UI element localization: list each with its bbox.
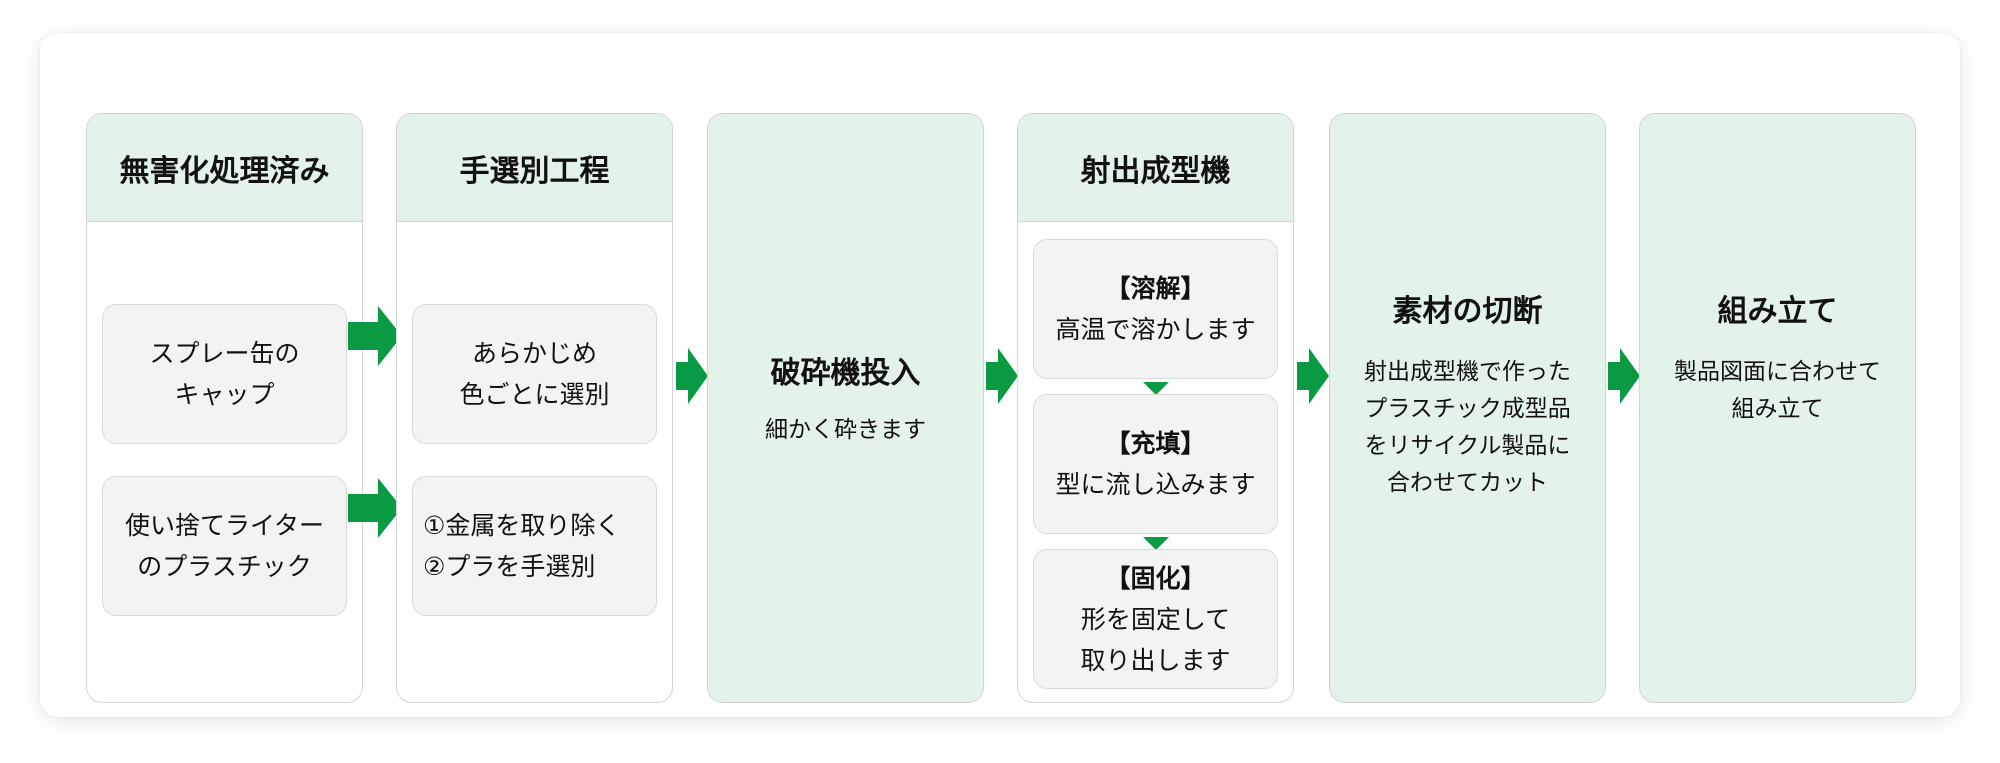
column-hand-sorting: 手選別工程 あらかじめ 色ごとに選別 ①金属を取り除く ②プラを手選別 [396, 113, 673, 703]
step-filling: 【充填】 型に流し込みます [1033, 394, 1278, 534]
step-line: 形を固定して [1080, 604, 1231, 634]
item-lighter-plastic: 使い捨てライター のプラスチック [102, 476, 347, 616]
arrow-right-icon [676, 348, 708, 404]
step-title: 【溶解】 [1105, 274, 1206, 303]
column-desc: 製品図面に合わせて [1674, 359, 1881, 385]
item-metal-removal: ①金属を取り除く ②プラを手選別 [412, 476, 657, 616]
arrow-right-icon [1608, 348, 1640, 404]
cutting-content: 素材の切断 射出成型機で作った プラスチック成型品 をリサイクル製品に 合わせて… [1330, 292, 1605, 502]
item-color-sorting: あらかじめ 色ごとに選別 [412, 304, 657, 444]
step-melting: 【溶解】 高温で溶かします [1033, 239, 1278, 379]
arrow-down-icon [1143, 382, 1169, 395]
column-title: 破砕機投入 [770, 356, 921, 391]
item-line: ②プラを手選別 [423, 552, 596, 581]
column-desc: 射出成型機で作った [1364, 359, 1571, 385]
step-solidifying: 【固化】 形を固定して 取り出します [1033, 549, 1278, 689]
column-desc: 合わせてカット [1387, 470, 1548, 496]
column-header: 射出成型機 [1018, 114, 1293, 222]
item-line: あらかじめ [471, 339, 597, 368]
arrow-right-icon [348, 478, 402, 538]
step-title: 【固化】 [1105, 563, 1206, 593]
item-line: キャップ [174, 380, 275, 409]
column-crusher: 破砕機投入 細かく砕きます [707, 113, 984, 703]
column-cutting: 素材の切断 射出成型機で作った プラスチック成型品 をリサイクル製品に 合わせて… [1329, 113, 1606, 703]
crusher-content: 破砕機投入 細かく砕きます [708, 354, 983, 449]
arrow-down-icon [1143, 537, 1169, 550]
column-desc: 細かく砕きます [765, 417, 926, 443]
step-line: 型に流し込みます [1055, 470, 1256, 499]
flow-diagram: 無害化処理済み スプレー缶の キャップ 使い捨てライター のプラスチック 手選別… [40, 33, 1960, 717]
item-line: 色ごとに選別 [459, 380, 610, 409]
item-line: ①金属を取り除く [423, 511, 621, 540]
item-spray-can-cap: スプレー缶の キャップ [102, 304, 347, 444]
arrow-right-icon [348, 306, 402, 366]
column-header: 手選別工程 [397, 114, 672, 222]
column-header: 無害化処理済み [87, 114, 362, 222]
column-detoxified: 無害化処理済み スプレー缶の キャップ 使い捨てライター のプラスチック [86, 113, 363, 703]
item-line: 使い捨てライター [124, 511, 324, 540]
arrow-right-icon [1297, 348, 1329, 404]
step-line: 高温で溶かします [1055, 315, 1256, 344]
step-title: 【充填】 [1105, 429, 1206, 458]
step-line: 取り出します [1080, 645, 1231, 675]
column-injection-molding: 射出成型機 【溶解】 高温で溶かします 【充填】 型に流し込みます 【固化】 形… [1017, 113, 1294, 703]
column-title: 組み立て [1717, 294, 1838, 329]
column-title: 素材の切断 [1392, 294, 1543, 329]
item-line: のプラスチック [137, 552, 312, 581]
column-desc: 組み立て [1731, 396, 1824, 422]
column-desc: プラスチック成型品 [1364, 396, 1571, 422]
arrow-right-icon [986, 348, 1018, 404]
item-line: スプレー缶の [149, 339, 300, 368]
column-assembly: 組み立て 製品図面に合わせて 組み立て [1639, 113, 1916, 703]
assembly-content: 組み立て 製品図面に合わせて 組み立て [1640, 292, 1915, 428]
column-desc: をリサイクル製品に [1364, 433, 1571, 459]
